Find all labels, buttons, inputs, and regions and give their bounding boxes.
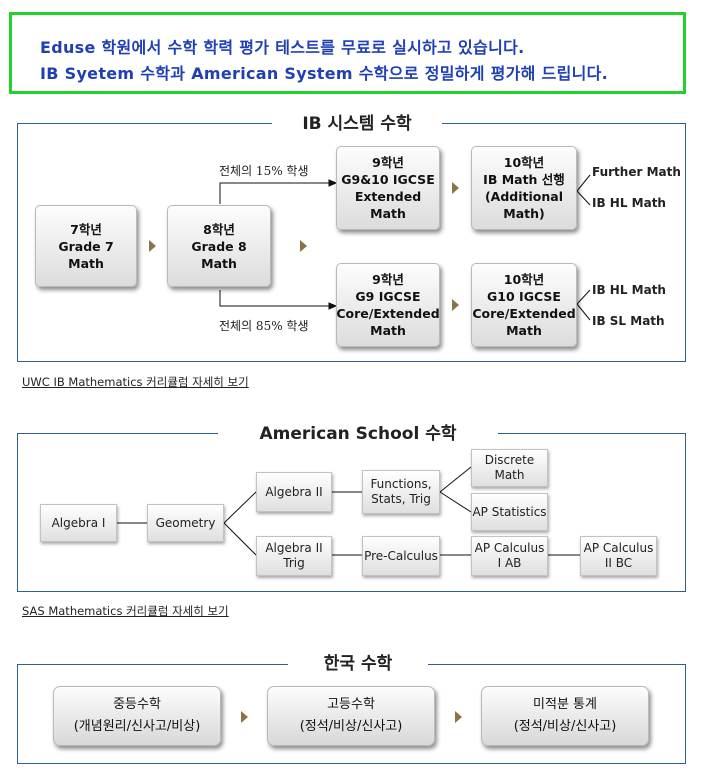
- box-line: (Additional: [484, 189, 564, 204]
- box-line: Core/Extended: [336, 306, 440, 321]
- upper-branch-caption: 전체의 15% 학생: [219, 164, 309, 178]
- box-line: Discrete: [484, 453, 535, 467]
- box-line: (정석/비상/신사고): [513, 719, 617, 734]
- box-line: Functions,: [370, 477, 432, 491]
- box-line: Algebra II: [265, 484, 323, 499]
- outcome-ib-hl-math: IB HL Math: [592, 283, 666, 297]
- ib-section-title: IB 시스템 수학: [272, 112, 442, 136]
- banner-line-1: Eduse 학원에서 수학 학력 평가 테스트를 무료로 실시하고 있습니다.: [40, 38, 525, 57]
- box-line: 9학년: [372, 155, 404, 170]
- arrow-right-icon: [452, 299, 459, 311]
- arrow-right-icon: [300, 240, 307, 252]
- functions-stats-trig-box: Functions,Stats, Trig: [362, 470, 440, 514]
- box-line: G10 IGCSE: [487, 289, 561, 304]
- box-line: 8학년: [203, 221, 235, 237]
- box-line: 미적분 통계: [533, 697, 597, 712]
- arrow-right-icon: [149, 240, 156, 252]
- box-line: (정석/비상/신사고): [299, 719, 403, 734]
- box-line: Pre-Calculus: [364, 548, 438, 563]
- box-line: Math: [68, 255, 104, 271]
- sas-curriculum-link[interactable]: SAS Mathematics 커리큘럼 자세히 보기: [22, 604, 229, 618]
- arrow-right-icon: [455, 711, 462, 723]
- box-line: G9&10 IGCSE: [341, 172, 435, 187]
- box-line: AP Calculus: [583, 541, 654, 555]
- box-line: G9 IGCSE: [355, 289, 421, 304]
- box-line: Grade 8: [191, 238, 247, 254]
- box-line: Geometry: [155, 515, 216, 530]
- box-line: Grade 7: [58, 238, 114, 254]
- outcome-further-math: Further Math: [592, 165, 681, 179]
- box-line: Algebra II: [265, 541, 323, 555]
- ap-statistics-box: AP Statistics: [471, 493, 548, 531]
- precalculus-box: Pre-Calculus: [362, 536, 440, 576]
- banner-line-2: IB Syetem 수학과 American System 수학으로 정밀하게 …: [40, 64, 609, 83]
- box-line: Trig: [283, 556, 305, 570]
- box-line: Stats, Trig: [371, 492, 431, 506]
- box-line: (개념원리/신사고/비상): [73, 719, 201, 734]
- box-line: 고등수학: [327, 697, 375, 712]
- box-line: 9학년: [372, 272, 404, 287]
- promo-banner: Eduse 학원에서 수학 학력 평가 테스트를 무료로 실시하고 있습니다. …: [9, 12, 686, 94]
- algebra1-box: Algebra I: [40, 504, 117, 542]
- box-line: AP Statistics: [472, 504, 547, 519]
- box-line: 중등수학: [113, 697, 161, 712]
- box-line: 7학년: [70, 221, 102, 237]
- box-line: 10학년: [503, 155, 545, 170]
- box-line: Math: [506, 323, 542, 338]
- korea-calc-box: 미적분 통계 (정석/비상/신사고): [481, 686, 649, 746]
- uwc-ib-curriculum-link[interactable]: UWC IB Mathematics 커리큘럼 자세히 보기: [22, 375, 249, 389]
- algebra2-box: Algebra II: [256, 472, 332, 512]
- box-line: Algebra I: [51, 515, 106, 530]
- box-line: Core/Extended: [472, 306, 576, 321]
- arrow-right-icon: [452, 182, 459, 194]
- korea-section-title: 한국 수학: [288, 652, 428, 676]
- outcome-ib-sl-math: IB SL Math: [592, 314, 665, 328]
- box-line: Extended: [354, 189, 422, 204]
- outcome-ib-hl-math: IB HL Math: [592, 196, 666, 210]
- lower-branch-caption: 전체의 85% 학생: [219, 319, 309, 333]
- geometry-box: Geometry: [147, 504, 224, 542]
- box-line: 10학년: [503, 272, 545, 287]
- american-section-title: American School 수학: [218, 422, 498, 446]
- korea-middle-box: 중등수학 (개념원리/신사고/비상): [53, 686, 221, 746]
- box-line: AP Calculus: [474, 541, 545, 555]
- box-line: IB Math 선행: [483, 172, 565, 187]
- box-line: Math: [494, 468, 525, 482]
- box-line: Math: [370, 206, 406, 221]
- box-line: Math: [370, 323, 406, 338]
- box-line: Math): [503, 206, 545, 221]
- box-line: I AB: [497, 556, 522, 570]
- box-line: II BC: [604, 556, 633, 570]
- arrow-right-icon: [241, 711, 248, 723]
- korea-high-box: 고등수학 (정석/비상/신사고): [267, 686, 435, 746]
- box-line: Math: [201, 255, 237, 271]
